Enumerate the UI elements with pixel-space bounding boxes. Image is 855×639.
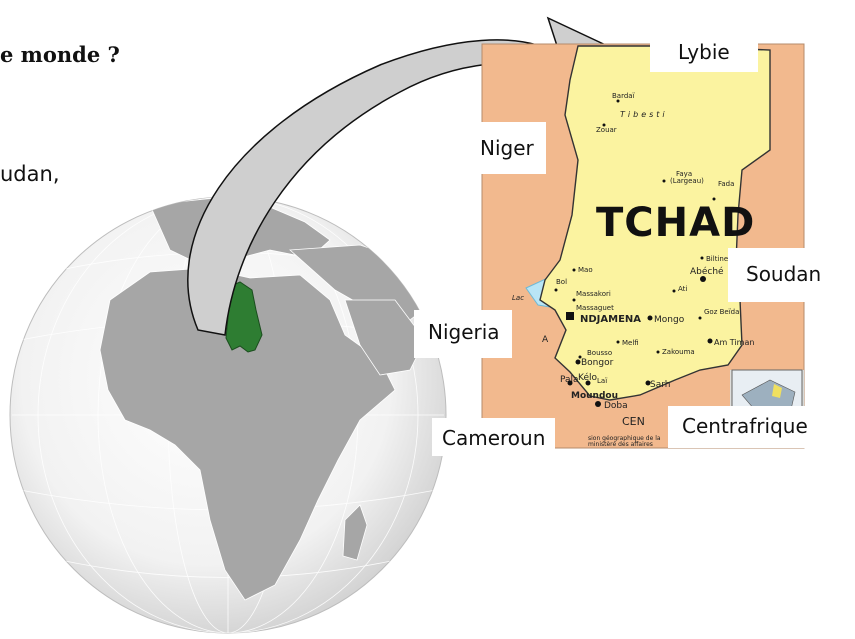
country-title: TCHAD [596,200,756,246]
label-cameroon: Cameroun [432,418,556,456]
map-label: Massakori [576,290,611,298]
chad-territory [539,45,771,401]
map-label: CEN [622,415,645,428]
map-label: Laï [597,377,607,385]
map-label: Kélo [578,372,597,383]
map-label: Pala [560,375,579,385]
map-label: Bousso [587,349,612,357]
body-text-fragment: udan, [0,162,60,186]
map-label: Zouar [596,126,617,134]
label-nigeria: Nigeria [414,310,512,358]
map-label: Bongor [581,358,614,368]
map-label: Bol [556,278,567,286]
capital-marker [566,312,574,320]
map-label: Tibesti [620,110,668,119]
map-credit: sion géographique de la [588,435,661,442]
map-credit: ministère des affaires [588,441,653,448]
map-label: Lac [512,294,524,302]
map-label: Doba [604,401,628,411]
map-label: Biltine [706,255,728,263]
map-label: Bardaï [612,92,635,100]
map-label: Am Timan [714,338,754,347]
map-label: Moundou [571,391,618,401]
map-label: Faya [676,170,692,178]
map-label-capital: NDJAMENA [580,314,641,325]
city-dots [554,99,716,407]
label-niger: Niger [468,122,546,174]
map-label: Goz Beïda [704,308,739,316]
label-libya: Lybie [650,34,758,72]
map-label: Ati [678,285,687,293]
map-label: Massaguet [576,304,614,312]
heading-fragment: e monde ? [0,42,120,67]
label-sudan: Soudan [728,248,834,302]
map-label: Sarh [650,380,670,390]
map-label: A [542,335,549,345]
map-label: Zakouma [662,348,695,356]
map-label: Melfi [622,339,639,347]
map-label: Mao [578,266,593,274]
map-label: Fada [718,180,734,188]
label-central-africa: Centrafrique [668,406,822,448]
map-label: Mongo [654,315,685,325]
map-label: (Largeau) [670,177,704,185]
map-label: Abéché [690,266,724,277]
